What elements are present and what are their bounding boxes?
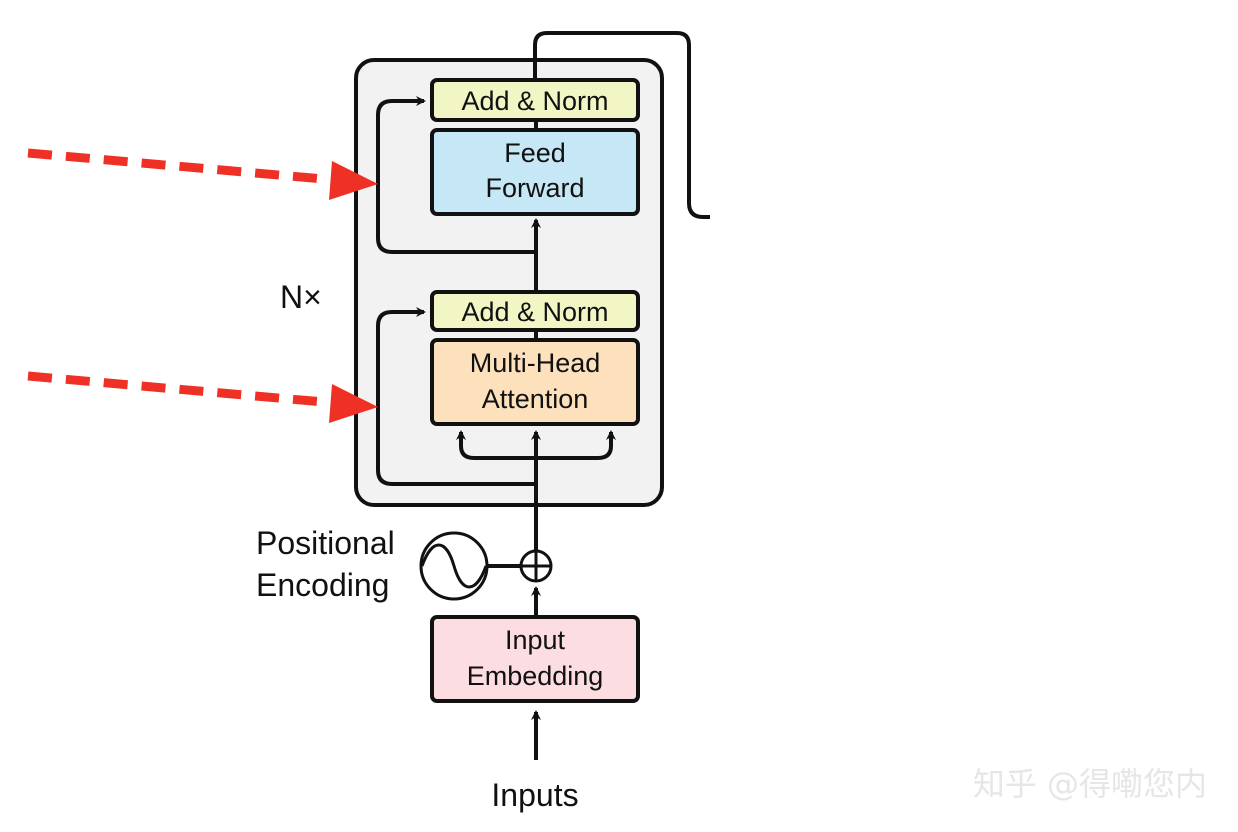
input-embedding-block (430, 615, 640, 703)
highlight-arrow-bottom-head (329, 384, 378, 423)
add-norm-bottom-label: Add & Norm (461, 297, 608, 327)
add-norm-top-label: Add & Norm (461, 86, 608, 116)
attention-split-left (456, 430, 536, 460)
positional-encoding-label-line1: Positional (256, 525, 395, 561)
multi-head-attention-label-line2: Attention (482, 384, 589, 414)
highlight-arrow-top-head (329, 161, 378, 200)
residual-connection-top (376, 96, 536, 254)
watermark-text: 知乎 @得嘞您内 (973, 765, 1207, 803)
encoder-layer-container (354, 58, 664, 507)
multi-head-attention-block (430, 338, 640, 426)
feed-forward-block (430, 128, 640, 216)
multi-head-attention-label-line1: Multi-Head (470, 348, 601, 378)
residual-connection-bottom (376, 307, 536, 486)
nx-label: N× (280, 279, 322, 315)
output-connector (533, 31, 710, 219)
sine-wave-glyph (420, 543, 488, 589)
add-norm-top-block (430, 78, 640, 122)
highlight-arrow-top-shaft (27, 148, 336, 185)
inputs-label: Inputs (491, 777, 578, 813)
highlight-arrow-bottom-shaft (27, 371, 336, 408)
add-norm-bottom-block (430, 290, 640, 332)
input-embedding-label-line2: Embedding (467, 661, 604, 691)
positional-encoding-label-line2: Encoding (256, 567, 389, 603)
feed-forward-label-line1: Feed (504, 138, 566, 168)
attention-split-right (536, 430, 616, 460)
feed-forward-label-line2: Forward (485, 173, 584, 203)
input-embedding-label-line1: Input (505, 625, 566, 655)
